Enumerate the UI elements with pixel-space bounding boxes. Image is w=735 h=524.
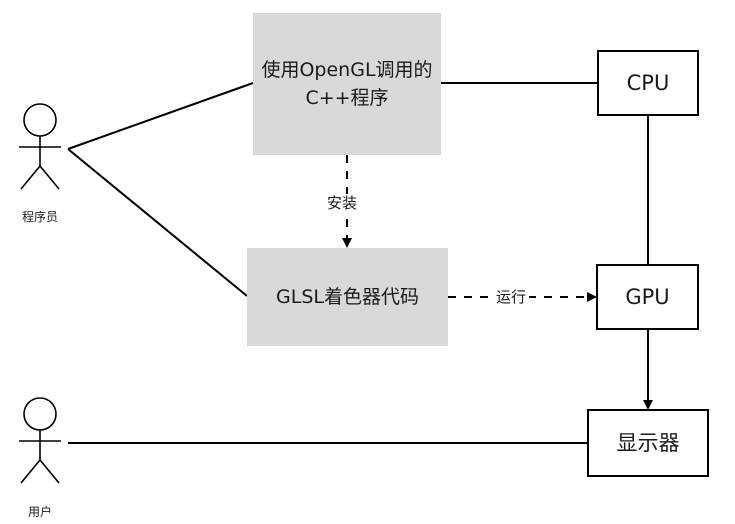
opengl-program-node: 使用OpenGL调用的C++程序: [253, 13, 441, 155]
opengl-program-label: 使用OpenGL调用的C++程序: [261, 59, 433, 109]
user-stick-figure: [19, 397, 61, 484]
display-node: 显示器: [587, 409, 709, 477]
user-label: 用户: [27, 505, 52, 519]
gpu-node: GPU: [596, 264, 699, 330]
cpu-node: CPU: [597, 50, 699, 116]
cpu-label: CPU: [626, 71, 670, 95]
programmer-label: 程序员: [21, 210, 58, 224]
glsl-code-node: GLSL着色器代码: [247, 248, 448, 346]
glsl-code-label: GLSL着色器代码: [276, 286, 419, 308]
install-edge-label: 安装: [324, 194, 361, 212]
programmer-to-glsl-line: [67, 148, 248, 297]
programmer-to-program-line: [67, 82, 254, 150]
programmer-stick-figure: [19, 103, 61, 190]
display-label: 显示器: [616, 431, 680, 455]
gpu-label: GPU: [625, 285, 670, 309]
run-edge-label: 运行: [493, 288, 530, 306]
